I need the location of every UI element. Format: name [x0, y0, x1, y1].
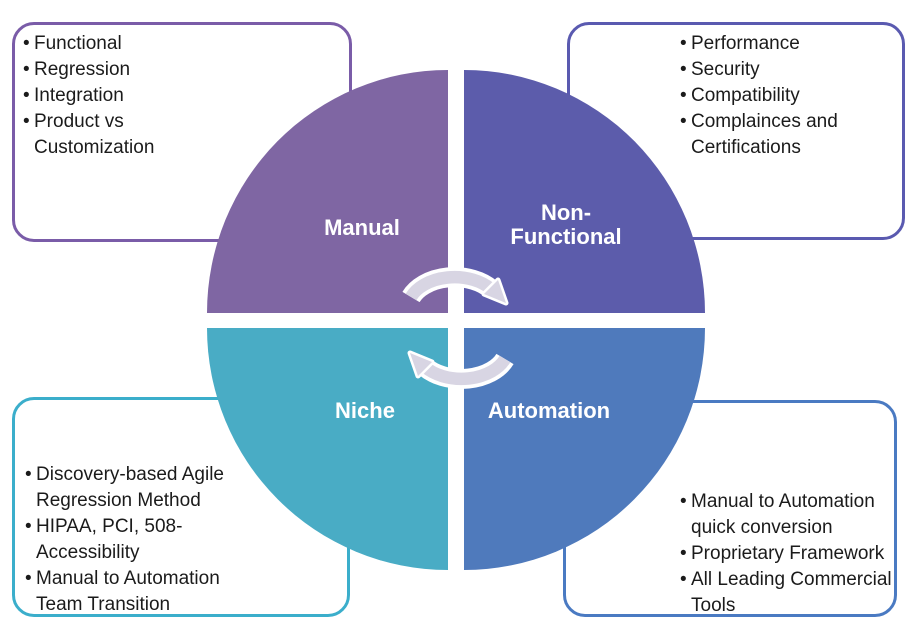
bullet-glyph: • [680, 543, 687, 564]
list-item-text: Security [691, 59, 760, 80]
list-item-text: Complainces and Certifications [691, 111, 838, 158]
cycle-arrows-icon [402, 267, 514, 389]
list-item-text: HIPAA, PCI, 508-Accessibility [36, 516, 183, 563]
list-item-text: Proprietary Framework [691, 543, 885, 564]
list-item: •Manual to Automation quick conversion [680, 489, 894, 541]
list-item: •Integration [23, 83, 195, 109]
list-item-text: Functional [34, 33, 122, 54]
list-item-text: Regression [34, 59, 131, 80]
bullet-glyph: • [680, 491, 687, 512]
list-item-text: All Leading Commercial Tools [691, 569, 892, 616]
bullet-glyph: • [25, 568, 32, 589]
list-item-text: Performance [691, 33, 800, 54]
list-item-text: Discovery-based Agile Regression Method [36, 464, 224, 511]
bullet-glyph: • [23, 111, 30, 132]
bullet-glyph: • [23, 33, 30, 54]
list-item: •Functional [23, 31, 195, 57]
list-item: •Complainces and Certifications [680, 109, 894, 161]
quadrant-label-non-functional: Non-Functional [510, 200, 622, 249]
list-item: •Product vs Customization [23, 109, 195, 161]
quadrant-label-niche: Niche [335, 398, 395, 423]
quadrant-label-automation: Automation [487, 398, 611, 423]
bullet-glyph: • [680, 59, 687, 80]
non-functional-list: •Performance •Security •Compatibility •C… [680, 31, 894, 161]
list-item: •HIPAA, PCI, 508-Accessibility [25, 514, 239, 566]
bullet-glyph: • [680, 85, 687, 106]
list-item-text: Manual to Automation quick conversion [691, 491, 875, 538]
bullet-glyph: • [25, 516, 32, 537]
bullet-glyph: • [23, 85, 30, 106]
quadrant-label-manual: Manual [324, 215, 400, 240]
list-item: •Security [680, 57, 894, 83]
automation-list: •Manual to Automation quick conversion •… [680, 489, 894, 619]
list-item: •Regression [23, 57, 195, 83]
manual-list: •Functional •Regression •Integration •Pr… [23, 31, 195, 161]
bullet-glyph: • [680, 111, 687, 132]
list-item: •Performance [680, 31, 894, 57]
list-item: •Discovery-based Agile Regression Method [25, 462, 239, 514]
bullet-glyph: • [25, 464, 32, 485]
list-item-text: Compatibility [691, 85, 800, 106]
list-item-text: Manual to Automation Team Transition [36, 568, 220, 615]
bullet-glyph: • [23, 59, 30, 80]
list-item: •All Leading Commercial Tools [680, 567, 894, 619]
list-item: •Manual to Automation Team Transition [25, 566, 239, 618]
niche-list: •Discovery-based Agile Regression Method… [25, 462, 239, 618]
list-item: •Compatibility [680, 83, 894, 109]
list-item: •Proprietary Framework [680, 541, 894, 567]
bullet-glyph: • [680, 33, 687, 54]
list-item-text: Integration [34, 85, 124, 106]
bullet-glyph: • [680, 569, 687, 590]
list-item-text: Product vs Customization [34, 111, 155, 158]
